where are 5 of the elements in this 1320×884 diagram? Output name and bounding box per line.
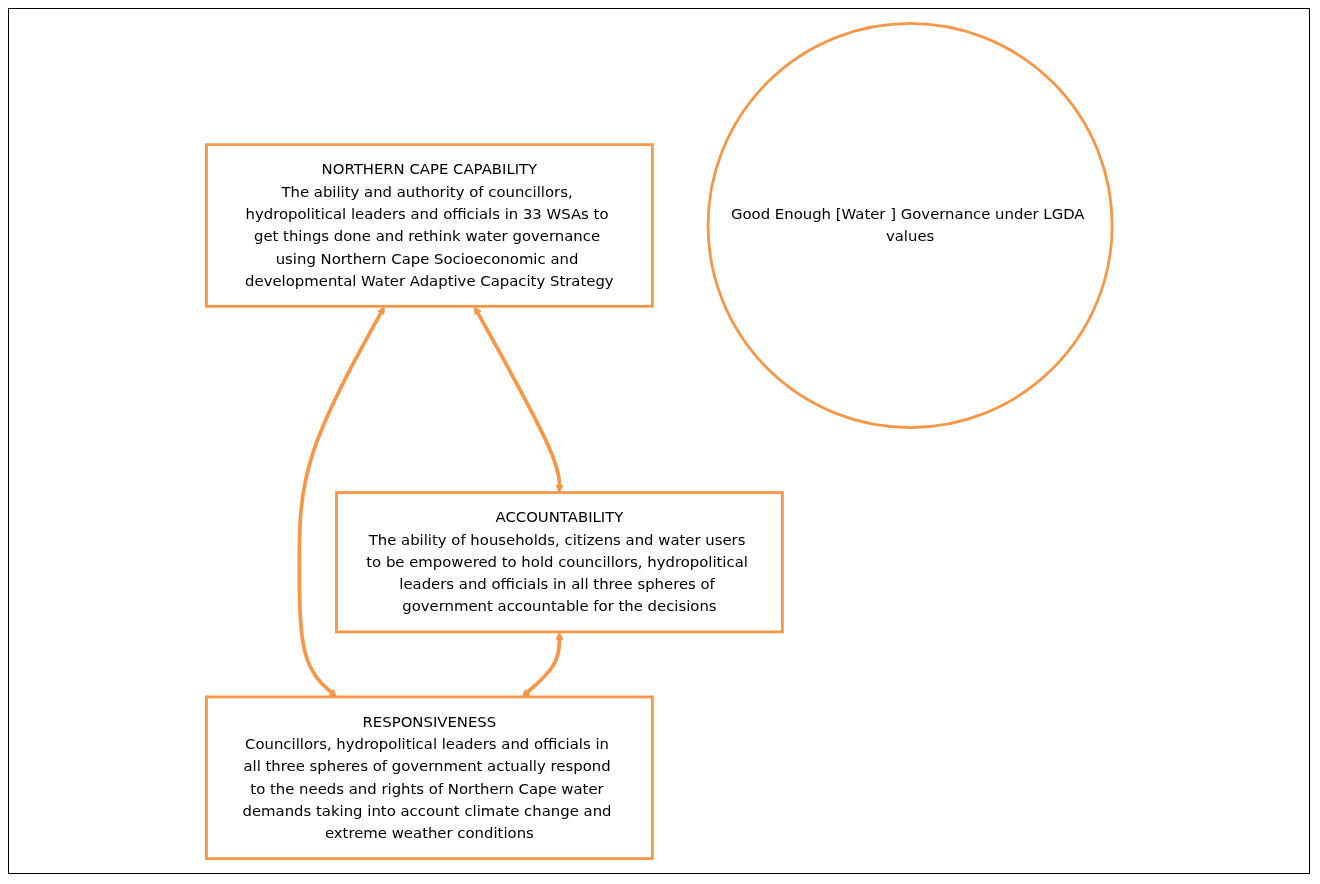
node-box: RESPONSIVENESS Councillors, hydropolitical leaders and officials in all three spheres of government actually respond to the needs and rights of Northern Cape water demands taking into account climate change and extreme weather conditions: [204, 695, 654, 860]
node-box: NORTHERN CAPE CAPABILITY The ability and authority of councillors, hydropolitical leaders and officials in 33 WSAs to get things done and rethink water governance using Northern Cape Socioeconomic and developmental Water Adaptive Capacity Strategy: [204, 143, 654, 308]
node-circle: Good Enough [Water ] Governance under LGDA values: [706, 22, 1114, 429]
arrow: [473, 306, 564, 493]
node-box: ACCOUNTABILITY The ability of households, citizens and water users to be empowered to hold councillors, hydropolitical leaders and officials in all three spheres of government accountable for the decisions: [334, 491, 784, 634]
